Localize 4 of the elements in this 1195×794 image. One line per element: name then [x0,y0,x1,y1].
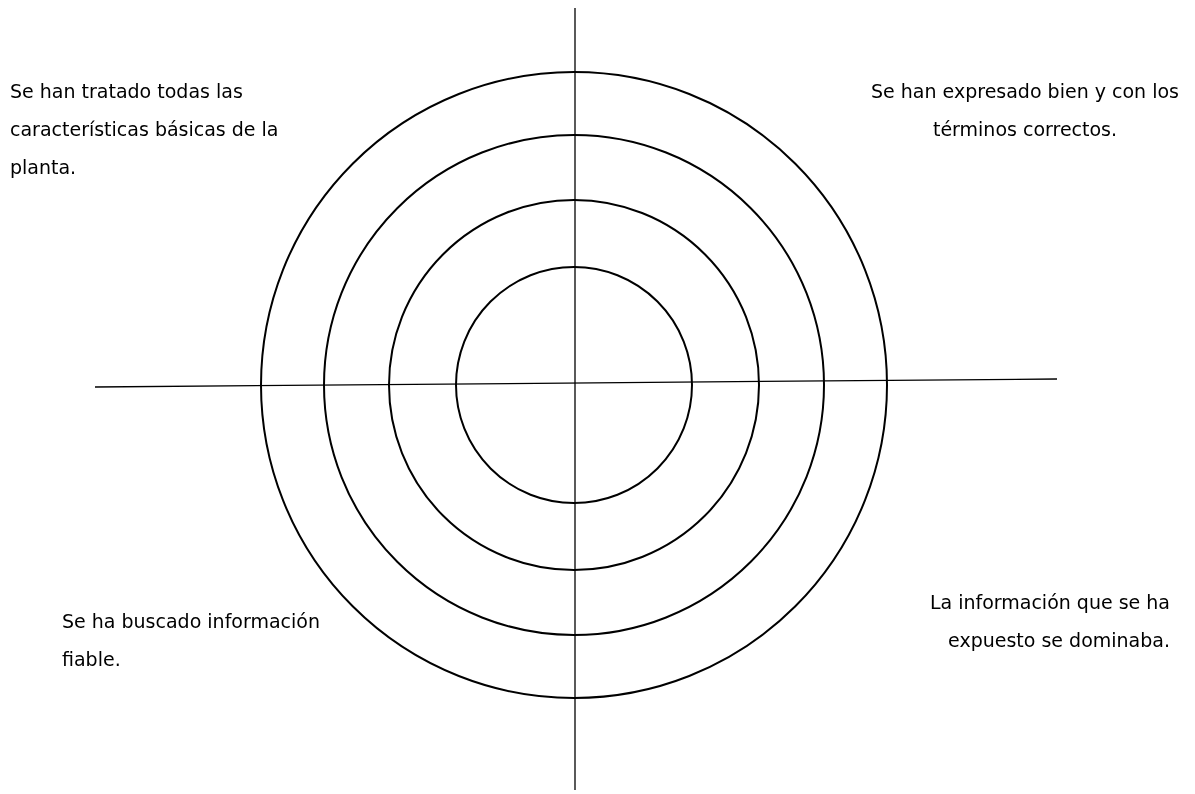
criterion-text: La información que se ha expuesto se dominaba. [928,590,1170,653]
criterion-text: Se han tratado todas las características básicas de la planta. [10,79,280,180]
criterion-text: Se han expresado bien y con los términos correctos. [870,79,1180,142]
criterion-text: Se ha buscado información fiable. [62,609,321,672]
